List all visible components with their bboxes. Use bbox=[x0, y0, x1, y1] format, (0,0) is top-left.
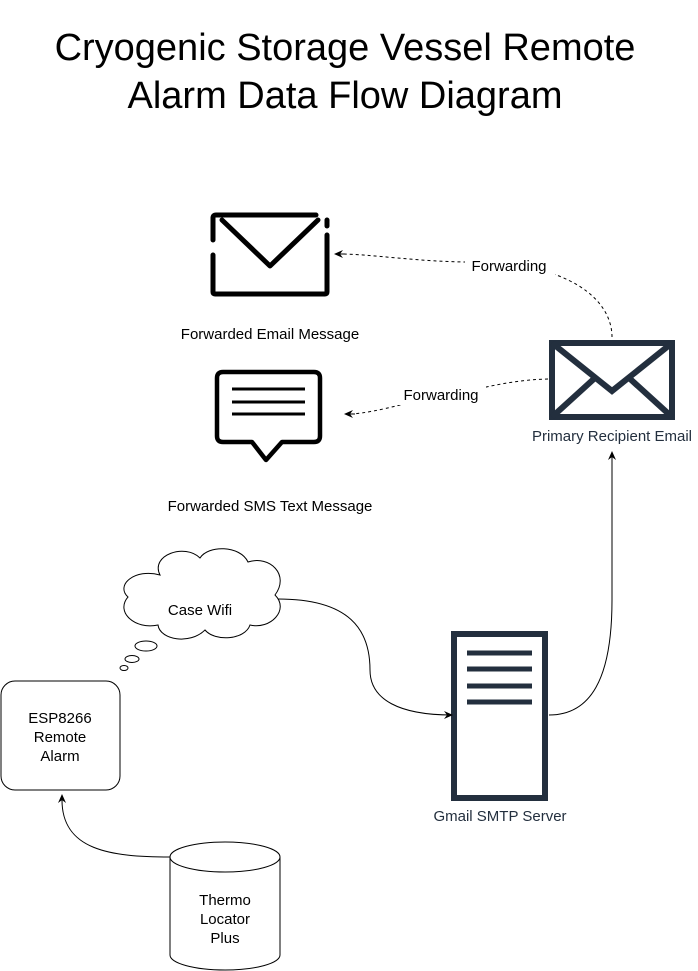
esp-line-2: Remote bbox=[34, 729, 87, 746]
thermo-to-esp-edge bbox=[58, 794, 171, 858]
cloud-icon bbox=[119, 548, 281, 671]
thermo-line-3: Plus bbox=[210, 930, 239, 947]
esp-line-1: ESP8266 bbox=[28, 710, 91, 727]
thermo-line-1: Thermo bbox=[199, 892, 251, 909]
primary-email-label: Primary Recipient Email bbox=[532, 428, 692, 445]
forward-sms-edge bbox=[351, 378, 549, 415]
thermo-locator-cylinder bbox=[169, 841, 281, 971]
primary-email-icon bbox=[549, 340, 675, 420]
smtp-to-email-edge bbox=[548, 451, 616, 716]
diagram-title-line-2: Alarm Data Flow Diagram bbox=[128, 75, 563, 117]
forwarded-sms-label: Forwarded SMS Text Message bbox=[168, 498, 373, 515]
forward-sms-label: Forwarding bbox=[403, 387, 478, 404]
thermo-line-2: Locator bbox=[200, 911, 250, 928]
server-icon bbox=[451, 631, 548, 801]
forward-email-label-bg bbox=[465, 256, 555, 276]
forwarded-email-label: Forwarded Email Message bbox=[181, 326, 359, 343]
forward-email-label: Forwarding bbox=[471, 258, 546, 275]
esp8266-alarm-box bbox=[0, 680, 121, 791]
forward-sms-label-bg bbox=[396, 385, 486, 405]
chat-bubble-icon bbox=[214, 369, 323, 463]
diagram-title-line-1: Cryogenic Storage Vessel Remote bbox=[55, 27, 636, 69]
esp-line-3: Alarm bbox=[40, 748, 79, 765]
case-wifi-label: Case Wifi bbox=[168, 602, 232, 619]
wifi-to-smtp-edge bbox=[277, 598, 453, 719]
forwarded-email-icon bbox=[210, 212, 330, 297]
smtp-server-label: Gmail SMTP Server bbox=[433, 808, 566, 825]
